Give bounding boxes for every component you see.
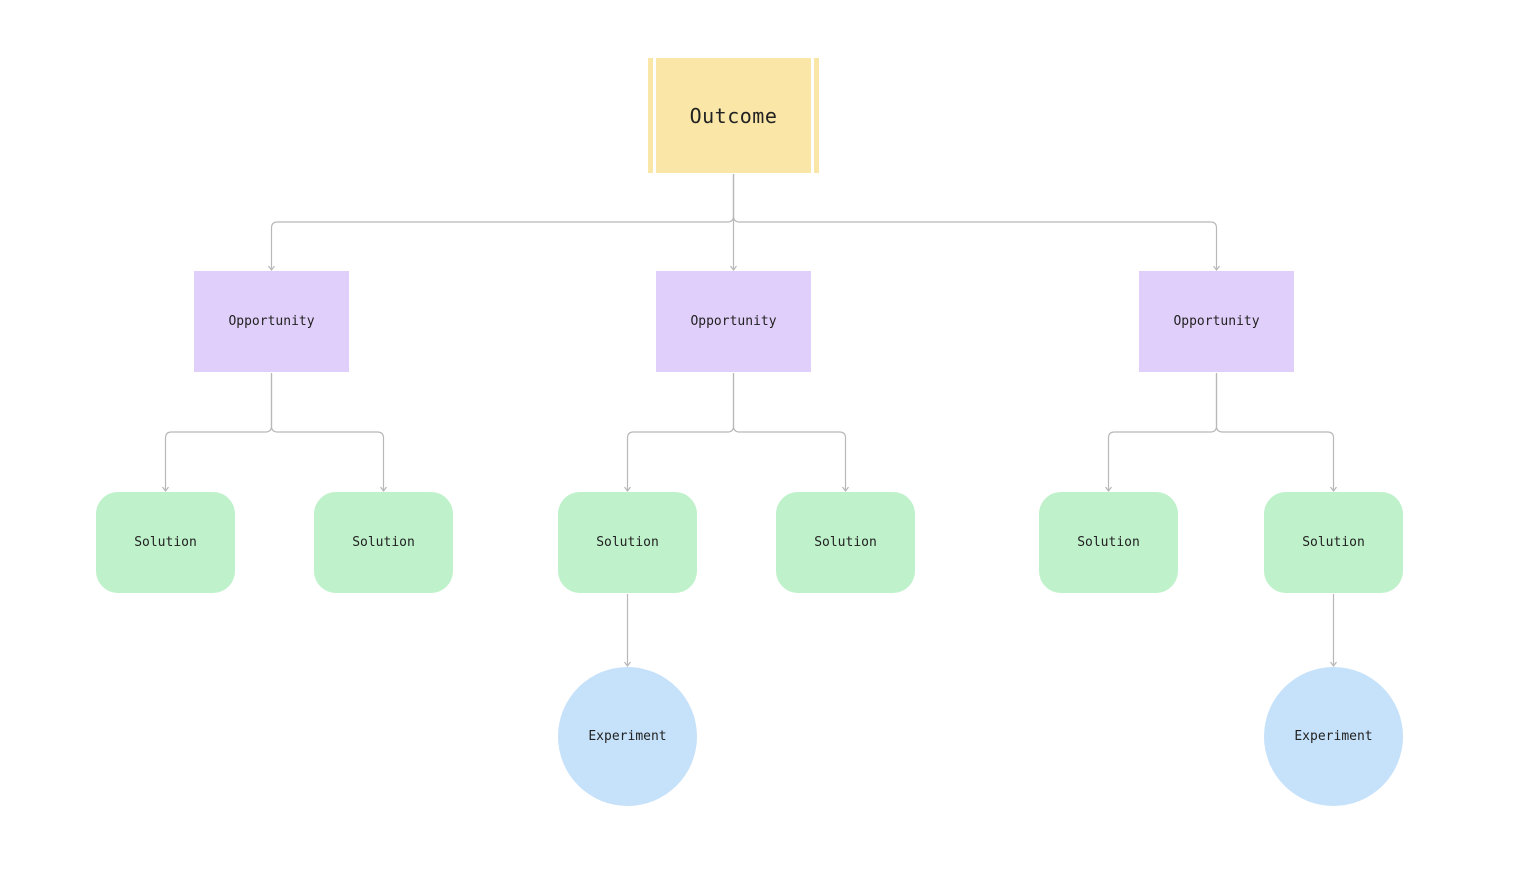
experiment-label: Experiment <box>588 729 667 744</box>
solution-node-3[interactable]: Solution <box>558 492 697 593</box>
experiment-node-1[interactable]: Experiment <box>558 667 697 806</box>
opportunity-label: Opportunity <box>228 314 315 329</box>
arrowhead-8 <box>1213 265 1220 271</box>
arrowhead-6 <box>624 661 631 667</box>
experiment-label: Experiment <box>1294 729 1373 744</box>
arrowhead-4 <box>730 265 737 271</box>
opportunity-node-3[interactable]: Opportunity <box>1139 271 1294 372</box>
solution-label: Solution <box>1302 535 1365 550</box>
opportunity-label: Opportunity <box>1173 314 1260 329</box>
arrowhead-9 <box>1105 486 1112 492</box>
connector-2 <box>164 373 273 491</box>
connector-10 <box>1215 373 1335 491</box>
connector-1 <box>270 174 735 270</box>
opportunity-label: Opportunity <box>690 314 777 329</box>
connector-9 <box>1107 373 1218 491</box>
connector-8 <box>732 174 1218 270</box>
solution-label: Solution <box>134 535 197 550</box>
outcome-body: Outcome <box>656 58 811 173</box>
arrowhead-5 <box>624 486 631 492</box>
solution-node-6[interactable]: Solution <box>1264 492 1403 593</box>
connector-7 <box>732 373 847 491</box>
solution-node-5[interactable]: Solution <box>1039 492 1178 593</box>
solution-label: Solution <box>814 535 877 550</box>
arrowhead-11 <box>1330 661 1337 667</box>
opportunity-node-1[interactable]: Opportunity <box>194 271 349 372</box>
arrowhead-2 <box>162 486 169 492</box>
solution-node-2[interactable]: Solution <box>314 492 453 593</box>
solution-label: Solution <box>1077 535 1140 550</box>
outcome-node[interactable]: Outcome <box>648 58 819 173</box>
connector-5 <box>626 373 735 491</box>
outcome-right-band <box>814 58 819 173</box>
connector-3 <box>270 373 385 491</box>
outcome-left-band <box>648 58 653 173</box>
solution-node-4[interactable]: Solution <box>776 492 915 593</box>
outcome-label: Outcome <box>689 103 778 128</box>
arrowhead-1 <box>268 265 275 271</box>
solution-node-1[interactable]: Solution <box>96 492 235 593</box>
solution-label: Solution <box>596 535 659 550</box>
arrowhead-3 <box>380 486 387 492</box>
solution-label: Solution <box>352 535 415 550</box>
arrowhead-7 <box>842 486 849 492</box>
opportunity-node-2[interactable]: Opportunity <box>656 271 811 372</box>
experiment-node-2[interactable]: Experiment <box>1264 667 1403 806</box>
arrowhead-10 <box>1330 486 1337 492</box>
